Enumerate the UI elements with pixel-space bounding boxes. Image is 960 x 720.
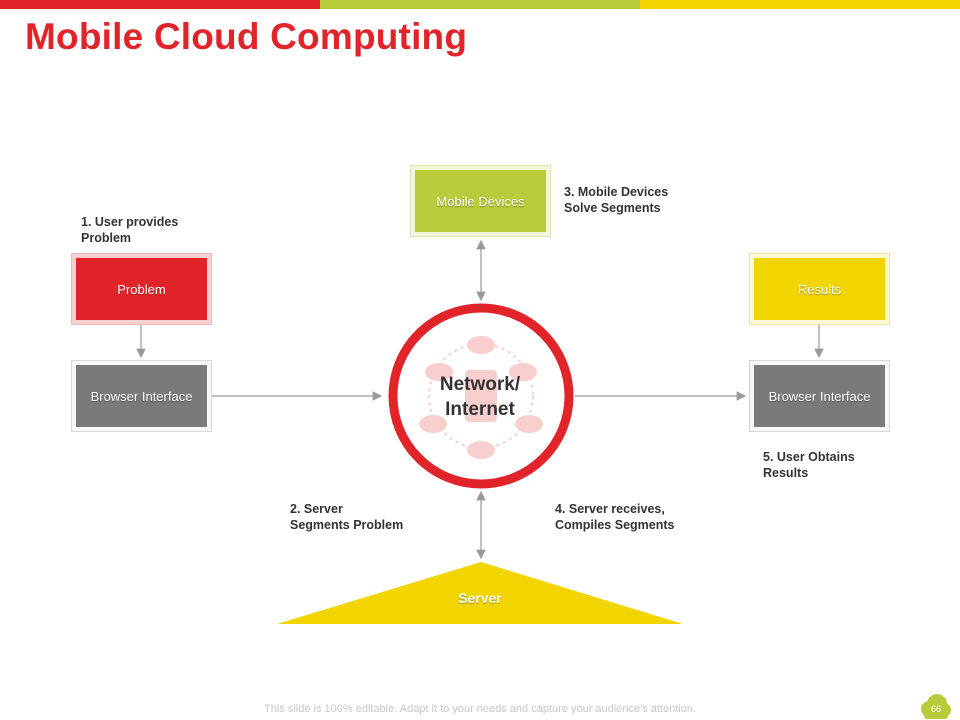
- step-3-note: 3. Mobile Devices Solve Segments: [564, 185, 669, 215]
- page-cloud-icon: [921, 694, 951, 719]
- browser-interface-left-box: Browser Interface: [76, 365, 207, 427]
- network-internet-label: Network/ Internet: [439, 374, 521, 420]
- step-1-note: 1. User provides Problem: [81, 215, 179, 245]
- problem-box: Problem: [76, 258, 207, 320]
- server-shape: [277, 562, 683, 624]
- step-4-note: 4. Server receives, Compiles Segments: [555, 502, 675, 532]
- step-5-note: 5. User Obtains Results: [763, 450, 855, 480]
- top-bar-green: [320, 0, 640, 9]
- network-hub-ring: [388, 303, 574, 489]
- server-label: Server: [458, 590, 502, 606]
- step-2-note: 2. Server Segments Problem: [290, 502, 404, 532]
- slide-title: Mobile Cloud Computing: [25, 16, 468, 57]
- top-bar-red: [0, 0, 320, 9]
- results-box: Results: [754, 258, 885, 320]
- cloud-network-icon: [419, 336, 543, 459]
- footer-text: This slide is 100% editable. Adapt it to…: [264, 703, 696, 715]
- page-number: 66: [930, 704, 941, 714]
- top-bar-yellow: [640, 0, 960, 9]
- mobile-devices-box: Mobile Devices: [415, 170, 546, 232]
- browser-interface-right-box: Browser Interface: [754, 365, 885, 427]
